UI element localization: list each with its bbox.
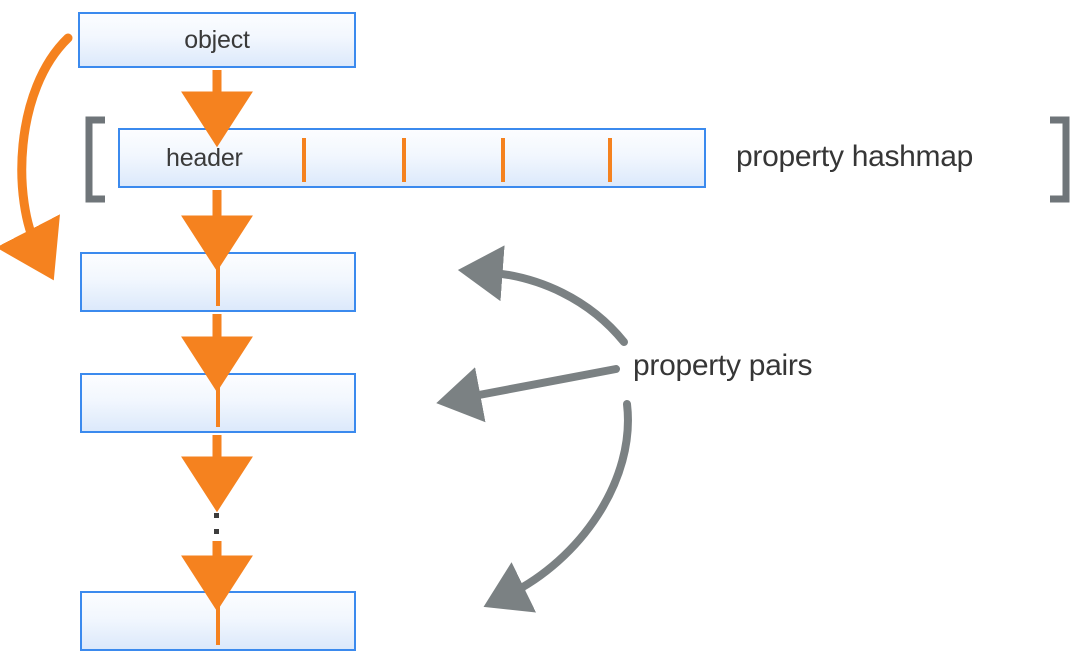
ellipsis-dot-2 — [214, 513, 219, 518]
property-pair-box-1[interactable] — [80, 252, 356, 312]
pairs-arrow-middle — [436, 365, 620, 423]
property-pairs-label: property pairs — [633, 349, 813, 382]
header-tick-1 — [302, 138, 306, 182]
pairs-arrow-upper — [457, 245, 628, 346]
hashmap-bracket-right — [1050, 116, 1070, 203]
property-pair-box-last[interactable] — [80, 591, 356, 651]
arrow-object-to-pairs-curved — [0, 33, 73, 281]
header-tick-4 — [608, 138, 612, 182]
pairs-arrow-lower — [483, 400, 632, 613]
property-pair-divider — [216, 260, 220, 306]
ellipsis-dot-3 — [214, 529, 219, 534]
property-hashmap-label: property hashmap — [736, 140, 974, 173]
object-box-label: object — [184, 25, 250, 54]
ellipsis-dot-1 — [214, 497, 219, 502]
header-box[interactable]: header — [118, 128, 706, 188]
object-box[interactable]: object — [78, 12, 356, 68]
header-tick-2 — [402, 138, 406, 182]
header-tick-3 — [501, 138, 505, 182]
property-pair-divider — [216, 381, 220, 427]
header-box-label: header — [166, 143, 243, 172]
property-pair-box-2[interactable] — [80, 373, 356, 433]
property-pair-divider — [216, 599, 220, 645]
hashmap-bracket-left — [85, 116, 105, 203]
